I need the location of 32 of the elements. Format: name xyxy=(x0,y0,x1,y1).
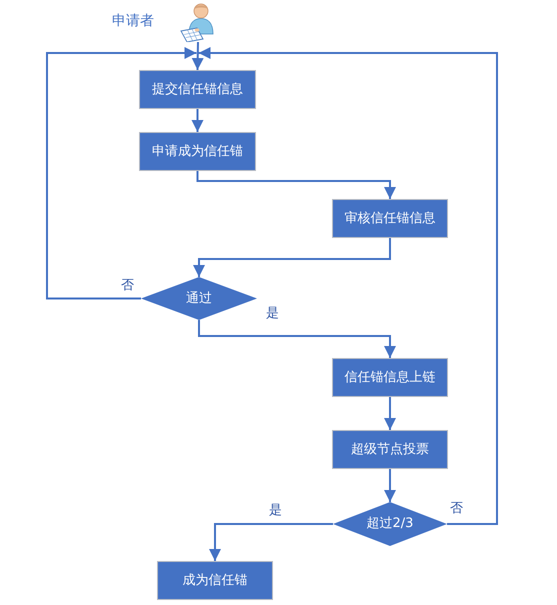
process-box xyxy=(139,132,256,171)
actor-label: 申请者 xyxy=(112,13,154,30)
process-box xyxy=(332,199,448,238)
process-box xyxy=(332,358,448,397)
step-text: 审核信任锚信息 xyxy=(344,210,436,226)
arrow xyxy=(198,320,396,358)
arrow xyxy=(192,109,204,132)
arrow xyxy=(384,397,396,430)
process-box xyxy=(332,430,448,469)
process-box xyxy=(157,561,273,600)
arrow xyxy=(193,238,391,277)
step-text: 申请成为信任锚 xyxy=(152,144,243,160)
decision-text: 通过 xyxy=(186,290,212,306)
step-text: 成为信任锚 xyxy=(182,572,248,588)
step-text: 提交信任锚信息 xyxy=(152,82,243,98)
person-icon xyxy=(180,3,216,42)
arrow xyxy=(209,523,333,561)
arrow xyxy=(198,47,498,525)
decision-diamond xyxy=(333,502,447,546)
edge-label: 否 xyxy=(449,502,464,516)
decision-diamond xyxy=(141,277,257,320)
edge-label: 否 xyxy=(120,279,135,294)
arrow xyxy=(196,171,396,199)
arrow xyxy=(384,469,396,502)
edge-label: 是 xyxy=(265,307,280,322)
step-text: 信任锚信息上链 xyxy=(344,370,436,386)
decision-text: 超过2/3 xyxy=(366,516,414,532)
step-text: 超级节点投票 xyxy=(351,442,429,458)
arrow xyxy=(192,42,204,70)
edge-label: 是 xyxy=(268,504,283,518)
arrow xyxy=(46,47,196,300)
process-box xyxy=(139,70,256,109)
